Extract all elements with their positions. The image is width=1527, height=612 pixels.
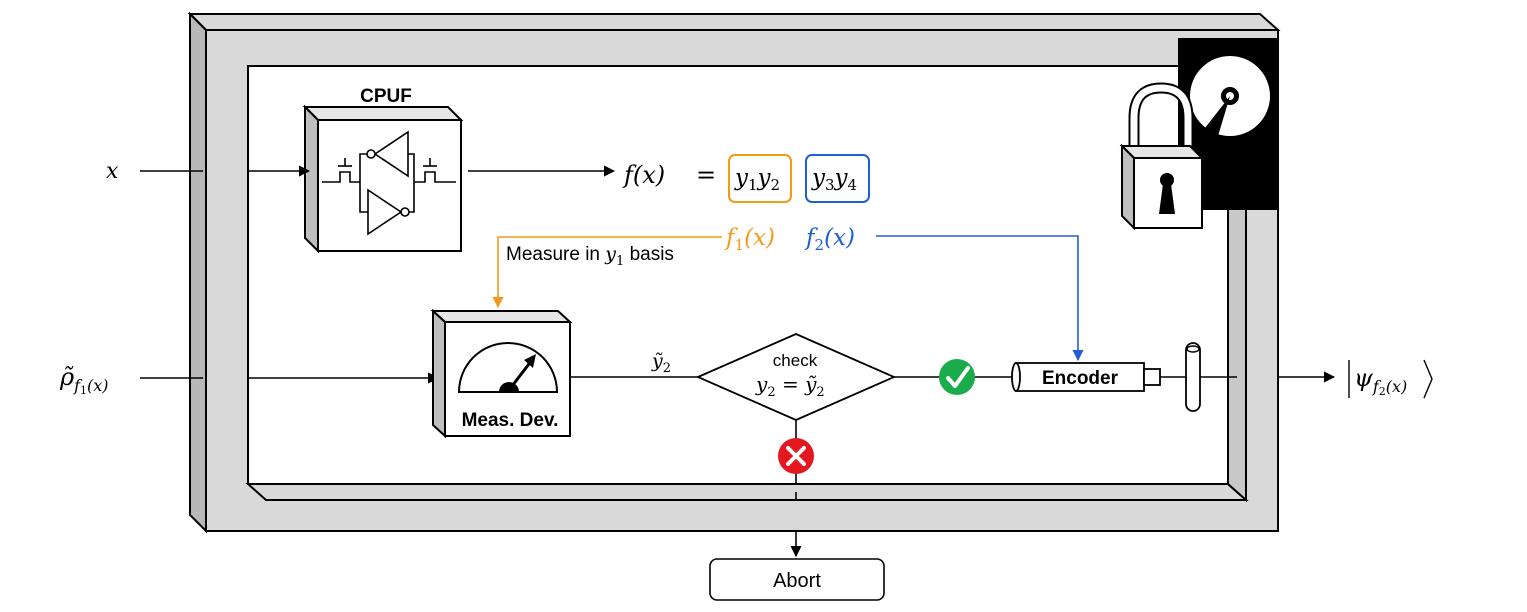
y1y2-text: y1y2	[734, 165, 780, 194]
check-label: check	[773, 351, 818, 370]
input-x-label: x	[106, 159, 119, 184]
meas-dev-label: Meas. Dev.	[462, 410, 559, 431]
f-of-x-label: f(x)	[622, 161, 665, 189]
y3y4-text: y3y4	[811, 165, 857, 194]
cross-icon	[778, 438, 814, 474]
f2-of-x-label: f2(x)	[804, 225, 855, 254]
output-state	[1348, 359, 1433, 399]
y3y4-box	[805, 154, 870, 203]
check-condition: y2 = ỹ2	[755, 372, 825, 400]
rho-input-label: ρ̃f1(x)	[59, 363, 109, 397]
abort-label: Abort	[773, 570, 821, 592]
measure-basis-label: Measure in y1 basis	[506, 243, 674, 269]
y1y2-box	[728, 154, 792, 203]
check-mark-icon	[939, 359, 975, 395]
f1-of-x-label: f1(x)	[724, 225, 775, 254]
encoder-label: Encoder	[1042, 368, 1119, 389]
measurement-device	[430, 308, 573, 439]
device-enclosure	[187, 11, 1281, 534]
f1-to-meas-arrow	[492, 236, 722, 309]
inverter-loop-icon	[322, 130, 456, 236]
gauge-icon	[457, 342, 559, 393]
lens-element	[1185, 342, 1201, 412]
abort-box	[709, 558, 885, 601]
cpuf-block	[302, 104, 464, 254]
equals-sign: =	[696, 161, 716, 189]
encoder-block	[1011, 362, 1161, 392]
ytilde-label: ỹ2	[651, 350, 671, 376]
psi-output-label: ψf2(x)	[1354, 364, 1407, 398]
f2-to-encoder-arrow	[876, 235, 1084, 362]
cpuf-label: CPUF	[360, 86, 412, 107]
padlock-icon	[1119, 82, 1205, 231]
